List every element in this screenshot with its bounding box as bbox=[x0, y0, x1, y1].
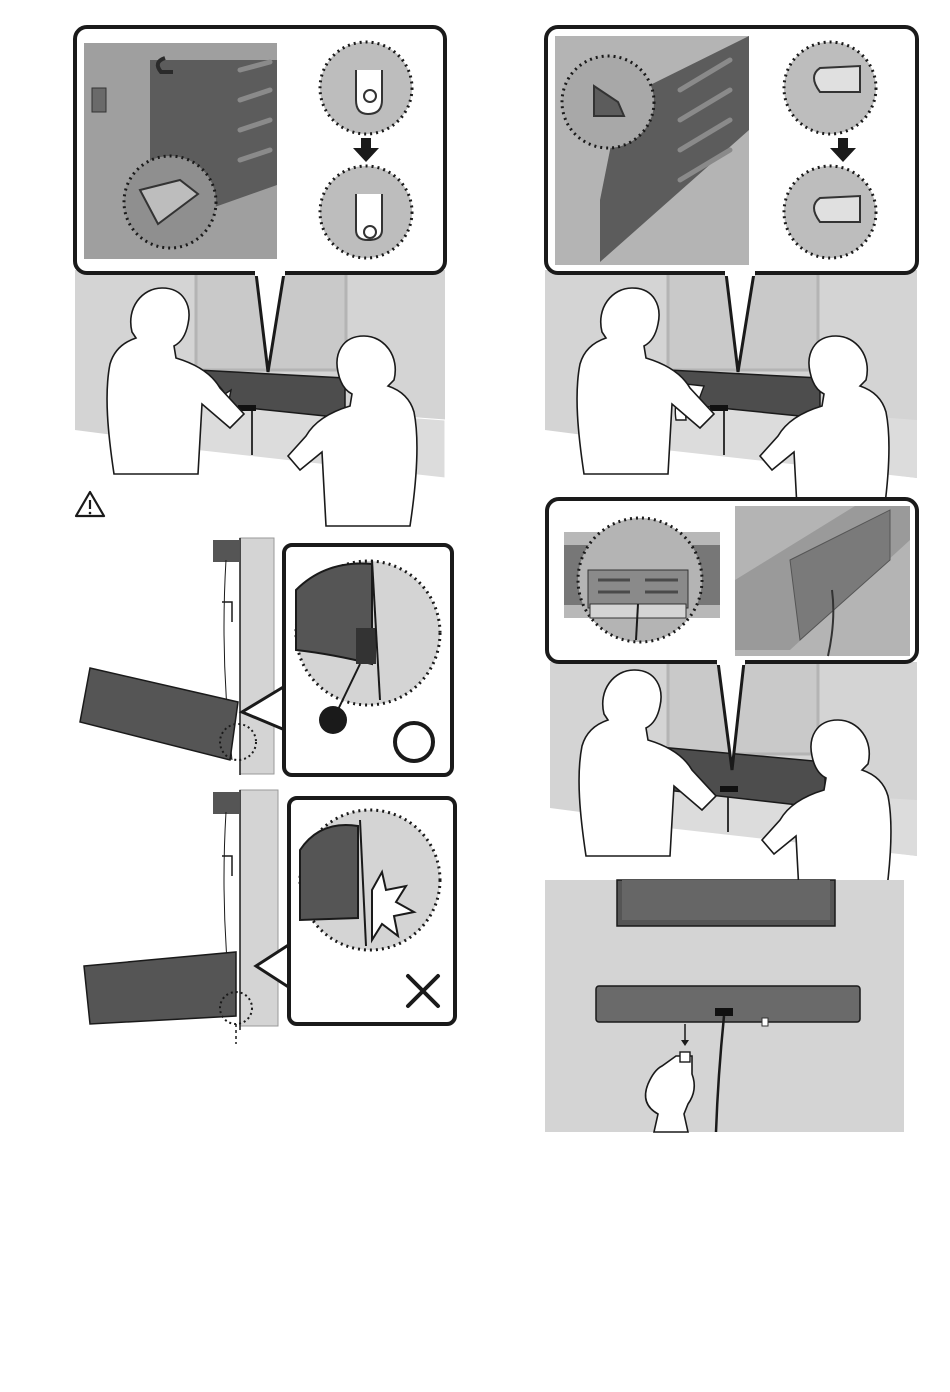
figure-step-hook-down bbox=[75, 27, 445, 526]
figure-step-plug-in bbox=[545, 880, 904, 1132]
soundbar bbox=[596, 986, 860, 1022]
figure-step-hook-up bbox=[545, 27, 917, 526]
figure-step-cable-route bbox=[547, 499, 917, 910]
caution-triangle-icon bbox=[76, 492, 104, 516]
figure-caution-incorrect bbox=[84, 790, 455, 1044]
figure-caution-correct bbox=[80, 538, 452, 775]
